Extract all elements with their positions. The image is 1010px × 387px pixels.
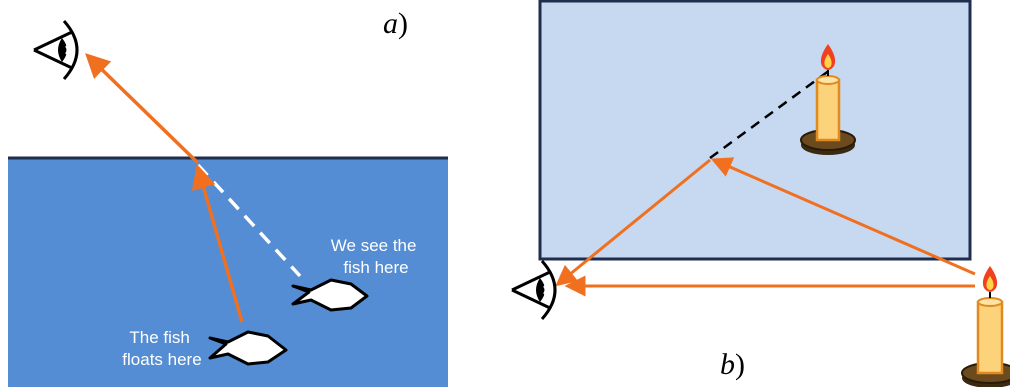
ray-candle-to-mirror	[710, 157, 976, 276]
ray-fish-to-surface	[191, 164, 244, 323]
eye-icon	[33, 19, 79, 81]
virtual-ray-dashed	[709, 68, 831, 160]
ray-surface-to-eye	[85, 53, 200, 165]
ray-mirror-to-eye	[555, 158, 711, 287]
panel-b: b)	[511, 0, 1010, 387]
fish-icon	[291, 278, 369, 312]
real-fish-label: The fish floats here	[122, 328, 201, 369]
panel-b-label: b)	[720, 348, 745, 381]
eye-icon	[511, 259, 557, 321]
apparent-fish-label: We see the fish here	[331, 236, 421, 277]
candle-icon	[800, 44, 856, 155]
panel-a-label: a)	[383, 7, 408, 40]
panel-a: We see the fish here The fish floats her…	[8, 7, 448, 387]
candle-icon	[961, 266, 1010, 387]
mirror-rectangle	[538, 0, 972, 261]
fish-icon	[208, 330, 288, 366]
